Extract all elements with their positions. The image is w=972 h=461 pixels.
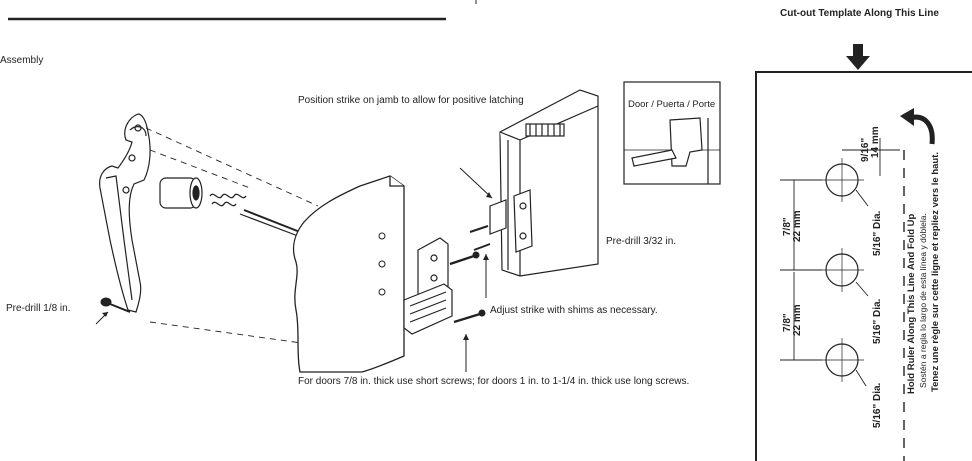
door-pilot-holes (378, 232, 386, 296)
hole1-dia-label: 5/16" Dia. (872, 210, 883, 256)
mounting-bracket-illustration (403, 237, 453, 335)
spacing2-mm: 22 mm (792, 304, 803, 336)
strike-plate-illustration (489, 189, 533, 253)
hole2-dia-label: 5/16" Dia. (872, 298, 883, 344)
latch-mechanism-illustration (159, 177, 301, 237)
spacing1-mm: 22 mm (792, 210, 803, 242)
screw-note-label: For doors 7/8 in. thick use short screws… (298, 376, 690, 387)
dimension-lines (780, 138, 900, 361)
fold-instruction-fr: Tenez une règle sur cette ligne et repli… (930, 151, 941, 392)
fold-instruction-es: Sostén a regla lo largo de esta línea y … (918, 213, 928, 388)
door-inset-box (623, 81, 721, 185)
predrill-18-label: Pre-drill 1/8 in. (6, 303, 71, 314)
hole-crosshairs (820, 158, 864, 382)
bracket-screws (449, 251, 486, 324)
template-title: Cut-out Template Along This Line (780, 8, 939, 19)
hole3-dia-label: 5/16" Dia. (872, 382, 883, 428)
predrill-332-label: Pre-drill 3/32 in. (606, 236, 677, 247)
adjust-strike-label: Adjust strike with shims as necessary. (490, 305, 658, 316)
dia-leaders (855, 189, 869, 387)
handle-illustration (99, 113, 151, 313)
small-screw-illustration (100, 297, 131, 313)
position-strike-label: Position strike on jamb to allow for pos… (298, 95, 524, 106)
section-label: Assembly (0, 55, 44, 66)
fold-instruction-en: Hold Ruler Along This Line And Fold Up (906, 213, 917, 394)
top-offset-mm: 14 mm (870, 126, 881, 158)
door-inset-label: Door / Puerta / Porte (628, 99, 716, 110)
door-panel-illustration (292, 175, 405, 373)
strike-screws (469, 225, 491, 251)
template-card (755, 71, 972, 461)
template-down-arrow (846, 44, 870, 70)
jamb-illustration (499, 89, 599, 277)
